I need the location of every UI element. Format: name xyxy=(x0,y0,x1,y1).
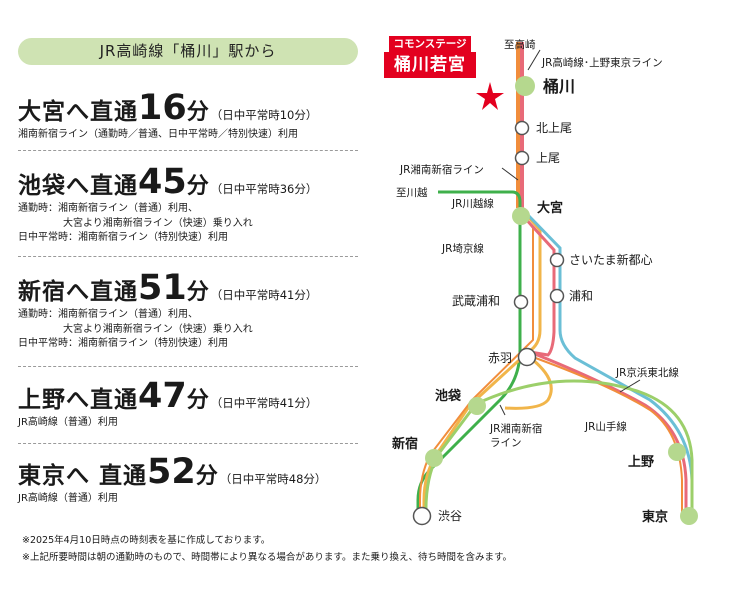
station-ageo-marker xyxy=(514,150,530,166)
route-detail: 通勤時：湘南新宿ライン（普通）利用、 xyxy=(18,203,198,214)
station-shinjuku-marker xyxy=(425,449,443,467)
divider xyxy=(18,443,358,444)
station-musashiurawa-label: 武蔵浦和 xyxy=(452,294,500,308)
route-offpeak: （日中平常時36分） xyxy=(210,182,318,196)
station-saitamashintoshin-label: さいたま新都心 xyxy=(569,252,653,267)
route-detail: JR高崎線（普通）利用 xyxy=(18,493,118,504)
route-omiya: 大宮へ直通16分（日中平常時10分） 湘南新宿ライン（通勤時／普通、日中平常時／… xyxy=(18,88,363,143)
route-detail: JR高崎線（普通）利用 xyxy=(18,417,118,428)
leader-line xyxy=(499,404,506,416)
line-label-shonan-shinjuku-lower-2: ライン xyxy=(490,437,522,449)
station-urawa-label: 浦和 xyxy=(569,289,593,303)
line-label-shonan-shinjuku-lower: JR湘南新宿 xyxy=(489,422,542,435)
route-detail: 日中平常時：湘南新宿ライン（特別快速）利用 xyxy=(18,338,228,349)
station-okegawa-marker xyxy=(515,76,535,96)
station-shibuya-label: 渋谷 xyxy=(438,509,462,523)
route-unit: 分 xyxy=(186,174,209,199)
divider xyxy=(18,150,358,151)
station-saitamashintoshin-marker xyxy=(549,252,565,268)
route-destination: 新宿へ直通 xyxy=(18,279,138,305)
route-destination: 池袋へ直通 xyxy=(18,173,138,199)
station-omiya-label: 大宮 xyxy=(537,200,563,216)
line-label-kawagoe: JR川越線 xyxy=(451,197,494,210)
route-header: JR高崎線「桶川」駅から xyxy=(18,38,358,65)
route-offpeak: （日中平常時41分） xyxy=(210,288,318,302)
route-detail: 大宮より湘南新宿ライン（快速）乗り入れ xyxy=(63,217,253,229)
line-label-keihin-tohoku: JR京浜東北線 xyxy=(615,366,679,379)
footnotes: ※2025年4月10日時点の時刻表を基に作成しております。 ※上記所要時間は朝の… xyxy=(22,532,512,566)
route-minutes: 16 xyxy=(138,88,187,128)
route-offpeak: （日中平常時41分） xyxy=(210,396,318,410)
takasaki-line-lower xyxy=(419,209,534,516)
route-ikebukuro: 池袋へ直通45分（日中平常時36分） 通勤時：湘南新宿ライン（普通）利用、 大宮… xyxy=(18,162,363,246)
ueno-tokyo-line xyxy=(529,355,683,516)
route-minutes: 52 xyxy=(147,452,196,492)
leader-line xyxy=(619,379,641,393)
route-minutes: 47 xyxy=(138,376,187,416)
station-okegawa-label: 桶川 xyxy=(543,77,575,96)
leader-line xyxy=(501,167,519,181)
line-label-to-takasaki: 至高崎 xyxy=(504,38,536,51)
station-tokyo-marker xyxy=(680,507,698,525)
route-minutes: 51 xyxy=(138,268,187,308)
station-urawa-marker xyxy=(549,288,565,304)
line-label-yamanote: JR山手線 xyxy=(584,420,627,433)
tohoku-line xyxy=(521,214,688,516)
route-minutes: 45 xyxy=(138,162,187,202)
shonan-shinjuku-line xyxy=(422,211,542,516)
route-offpeak: （日中平常時48分） xyxy=(219,472,327,486)
station-musashiurawa-marker xyxy=(513,294,529,310)
station-tokyo-label: 東京 xyxy=(642,509,668,525)
route-unit: 分 xyxy=(195,464,218,489)
shonan-shinjuku-loop xyxy=(504,354,553,410)
station-kitaageo-label: 北上尾 xyxy=(536,121,572,135)
route-destination: 東京へ 直通 xyxy=(18,463,148,489)
route-detail: 湘南新宿ライン（通勤時／普通、日中平常時／特別快速）利用 xyxy=(18,129,298,140)
route-detail: 日中平常時：湘南新宿ライン（特別快速）利用 xyxy=(18,232,228,243)
line-label-shonan-shinjuku: JR湘南新宿ライン xyxy=(399,163,484,176)
station-ueno-marker xyxy=(668,443,686,461)
route-tokyo: 東京へ 直通52分（日中平常時48分） JR高崎線（普通）利用 xyxy=(18,452,363,507)
station-akabane-marker xyxy=(517,347,537,367)
property-badge-subtitle: コモンステージ xyxy=(389,36,471,53)
station-ikebukuro-label: 池袋 xyxy=(435,388,462,404)
station-ageo-label: 上尾 xyxy=(536,151,560,165)
line-label-takasaki-ueno-tokyo: JR高崎線･上野東京ライン xyxy=(541,56,663,69)
route-unit: 分 xyxy=(186,100,209,125)
leader-line xyxy=(527,49,541,71)
route-detail: 大宮より湘南新宿ライン（快速）乗り入れ xyxy=(63,323,253,335)
property-badge-title: 桶川若宮 xyxy=(384,52,476,78)
divider xyxy=(18,366,358,367)
route-unit: 分 xyxy=(186,280,209,305)
route-shinjuku: 新宿へ直通51分（日中平常時41分） 通勤時：湘南新宿ライン（普通）利用、 大宮… xyxy=(18,268,363,352)
route-destination: 大宮へ直通 xyxy=(18,99,138,125)
route-detail: 通勤時：湘南新宿ライン（普通）利用、 xyxy=(18,309,198,320)
footnote: ※上記所要時間は朝の通勤時のもので、時間帯により異なる場合があります。また乗り換… xyxy=(22,552,512,563)
station-ueno-label: 上野 xyxy=(628,455,654,470)
yamanote-line xyxy=(475,379,694,516)
route-ueno: 上野へ直通47分（日中平常時41分） JR高崎線（普通）利用 xyxy=(18,376,363,431)
footnote: ※2025年4月10日時点の時刻表を基に作成しております。 xyxy=(22,535,271,546)
line-label-saikyo: JR埼京線 xyxy=(441,242,484,255)
keihin-tohoku-line xyxy=(525,212,694,516)
station-kitaageo-marker xyxy=(514,120,530,136)
line-label-to-kawagoe: 至川越 xyxy=(396,186,428,199)
station-akabane-label: 赤羽 xyxy=(488,351,512,365)
route-destination: 上野へ直通 xyxy=(18,387,138,413)
station-shibuya-marker xyxy=(412,506,432,526)
route-unit: 分 xyxy=(186,388,209,413)
station-shinjuku-label: 新宿 xyxy=(392,436,418,452)
divider xyxy=(18,256,358,257)
station-omiya-marker xyxy=(512,207,530,225)
route-offpeak: （日中平常時10分） xyxy=(210,108,318,122)
property-star-icon xyxy=(476,82,504,110)
station-ikebukuro-marker xyxy=(468,397,486,415)
